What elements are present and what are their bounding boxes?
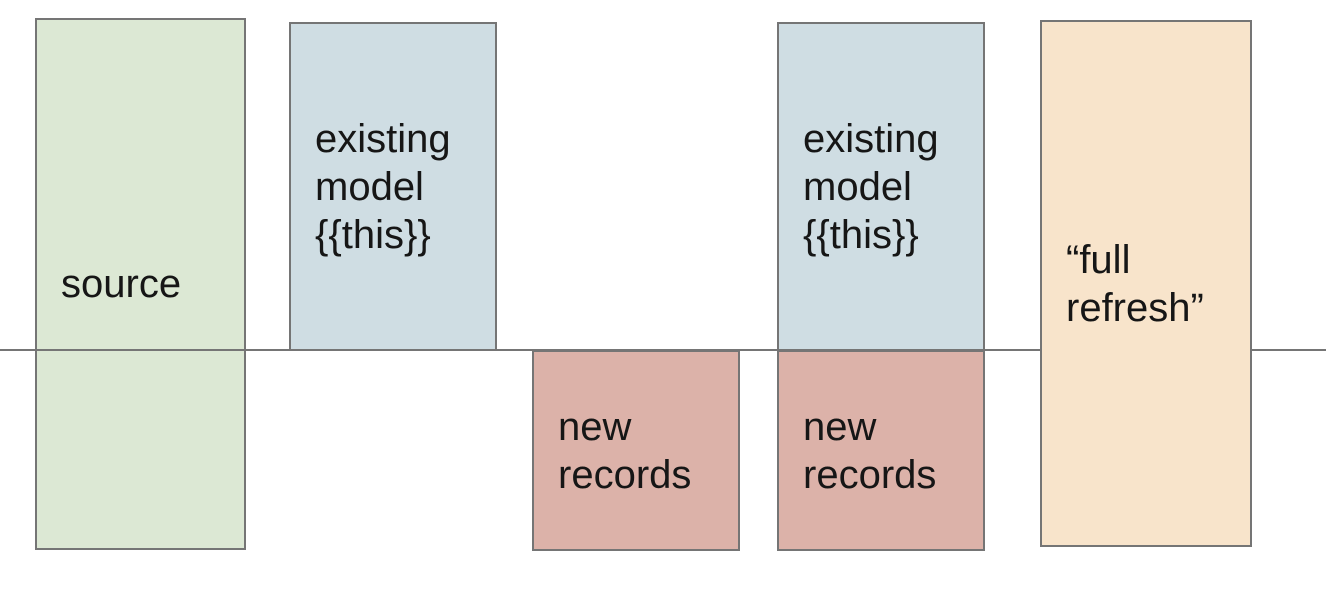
box-source-label: source <box>61 262 182 306</box>
box-existing-model-2: existing model {{this}} <box>777 22 985 351</box>
box-full-refresh-label: “full refresh” <box>1066 237 1204 330</box>
box-new-records-2-label: new records <box>803 404 937 497</box>
box-new-records-1-label: new records <box>558 404 692 497</box>
box-new-records-2: new records <box>777 350 985 551</box>
box-source: source <box>35 18 246 550</box>
box-new-records-1: new records <box>532 350 740 551</box>
box-existing-model-2-label: existing model {{this}} <box>803 116 939 257</box>
box-existing-model-1-label: existing model {{this}} <box>315 116 451 257</box>
box-existing-model-1: existing model {{this}} <box>289 22 497 351</box>
box-full-refresh: “full refresh” <box>1040 20 1252 547</box>
